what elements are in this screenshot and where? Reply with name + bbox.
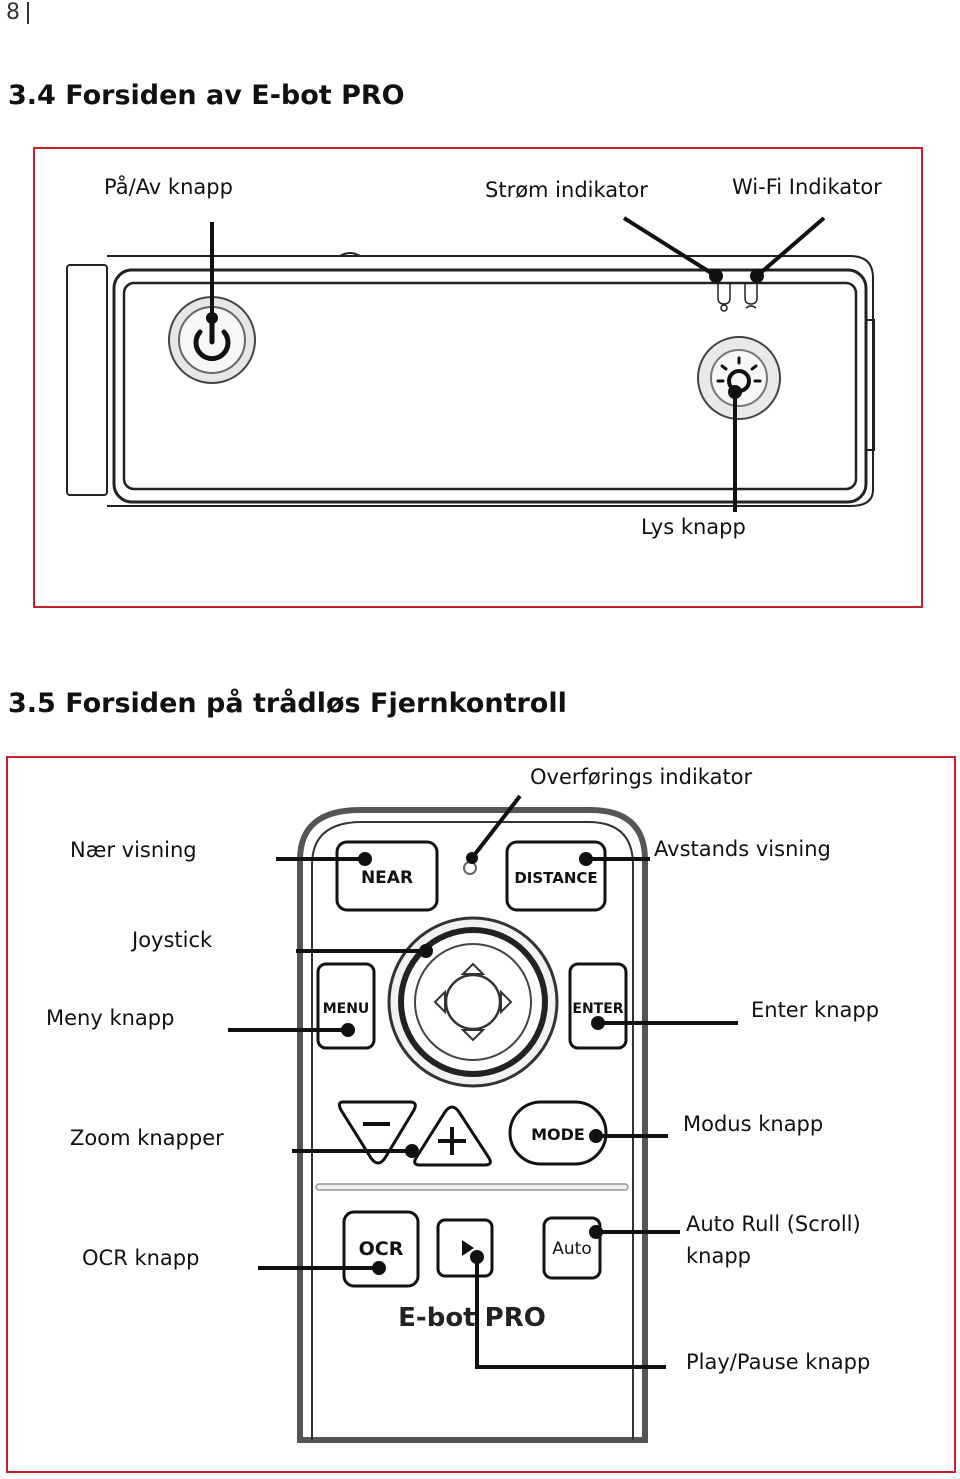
remote-divider [315, 1183, 629, 1191]
label-auto-scroll-line1: Auto Rull (Scroll) [686, 1212, 861, 1236]
play-pause-button [436, 1218, 494, 1278]
label-zoom-buttons: Zoom knapper [70, 1126, 224, 1150]
remote-front-frame [6, 756, 956, 1473]
menu-button: MENU [316, 962, 376, 1050]
label-near-view: Nær visning [70, 838, 197, 862]
page-number: 8 [6, 0, 20, 25]
brand-logo: E-bot PRO [398, 1303, 546, 1333]
label-menu-button: Meny knapp [46, 1006, 175, 1030]
device-front-frame [33, 147, 923, 608]
label-joystick: Joystick [132, 928, 213, 952]
enter-button-label: ENTER [572, 1001, 623, 1017]
label-distance-view: Avstands visning [654, 837, 831, 861]
near-button: NEAR [335, 840, 439, 912]
section-heading-remote-front: 3.5 Forsiden på trådløs Fjernkontroll [8, 688, 567, 719]
auto-button-label: Auto [552, 1239, 591, 1259]
joystick-icon [387, 916, 559, 1088]
label-transfer-indicator: Overførings indikator [530, 765, 753, 789]
wifi-indicator-icon [744, 282, 758, 309]
zoom-in-button [413, 1105, 492, 1167]
label-ocr-button: OCR knapp [82, 1246, 200, 1270]
remote-illustration: NEAR DISTANCE MENU ENTER [228, 794, 738, 1443]
label-mode-button: Modus knapp [683, 1112, 824, 1136]
section-heading-device-front: 3.4 Forsiden av E-bot PRO [8, 80, 405, 111]
distance-button: DISTANCE [505, 840, 607, 912]
mode-button: MODE [508, 1100, 608, 1166]
mode-button-label: MODE [531, 1125, 585, 1144]
label-power-button: På/Av knapp [104, 175, 233, 199]
near-button-label: NEAR [361, 868, 413, 888]
label-auto-scroll-line2: knapp [686, 1244, 751, 1268]
label-enter-button: Enter knapp [751, 998, 880, 1022]
power-indicator-icon [717, 282, 731, 312]
ocr-button: OCR [342, 1210, 420, 1288]
power-button-icon [168, 296, 256, 384]
device-front-illustration [66, 216, 875, 512]
ocr-button-label: OCR [359, 1238, 404, 1260]
label-light-button: Lys knapp [641, 515, 746, 539]
play-icon [462, 1240, 474, 1256]
transfer-indicator-icon [463, 861, 477, 875]
light-button-icon [697, 336, 781, 420]
zoom-out-button [337, 1100, 417, 1165]
label-wifi-indicator: Wi-Fi Indikator [732, 175, 882, 199]
label-play-pause: Play/Pause knapp [686, 1350, 871, 1374]
enter-button: ENTER [568, 962, 628, 1050]
menu-button-label: MENU [323, 1001, 370, 1017]
auto-scroll-button: Auto [542, 1216, 602, 1280]
distance-button-label: DISTANCE [514, 869, 597, 887]
page-number-divider [27, 2, 29, 24]
label-power-indicator: Strøm indikator [485, 178, 648, 202]
